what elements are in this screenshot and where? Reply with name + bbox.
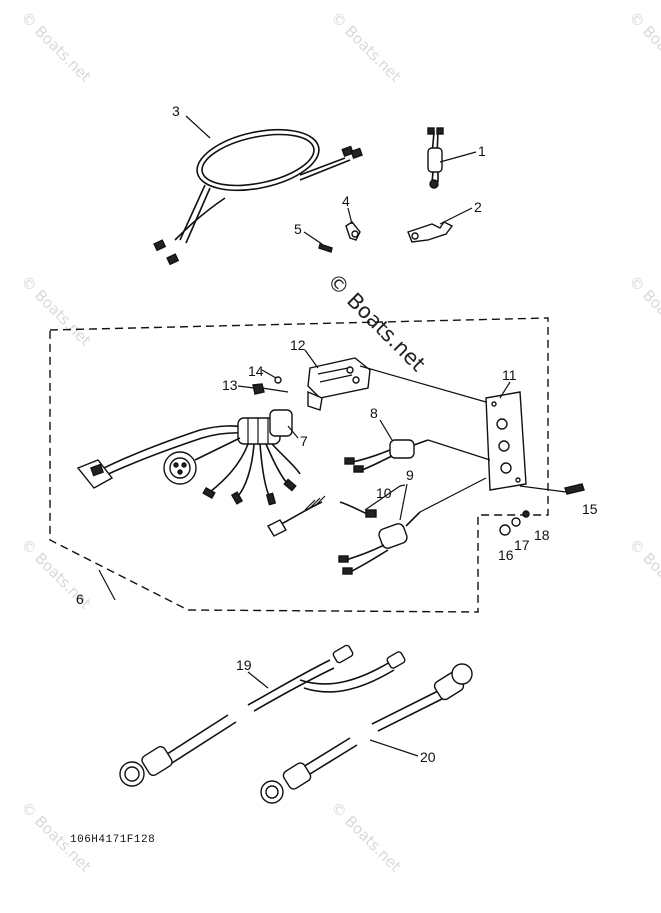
part-11-plate — [485, 391, 527, 491]
callout-3: 3 — [172, 103, 180, 119]
part-17-washer — [511, 517, 521, 527]
callout-18: 18 — [534, 527, 550, 543]
callout-7: 7 — [300, 433, 308, 449]
callout-5: 5 — [294, 221, 302, 237]
callout-2: 2 — [474, 199, 482, 215]
part-1-fuse — [427, 127, 444, 189]
callout-19: 19 — [236, 657, 252, 673]
part-6-assembly-outline — [49, 317, 549, 613]
callout-13: 13 — [222, 377, 238, 393]
callout-14: 14 — [248, 363, 264, 379]
part-8-switch — [344, 439, 429, 473]
callout-1: 1 — [478, 143, 486, 159]
callout-8: 8 — [370, 405, 378, 421]
callout-16: 16 — [498, 547, 514, 563]
watermark-tile: © Boats.net — [625, 535, 661, 613]
part-14-washer — [274, 376, 282, 384]
watermark-tile: © Boats.net — [625, 272, 661, 350]
part-13-bolt — [252, 383, 289, 395]
callout-4: 4 — [342, 193, 350, 209]
part-15-screw — [564, 483, 585, 495]
diagram-code: 106H4171F128 — [70, 834, 155, 846]
part-20-extension-harness — [260, 663, 473, 804]
callout-12: 12 — [290, 337, 306, 353]
part-9-connector — [338, 511, 421, 575]
callout-15: 15 — [582, 501, 598, 517]
part-10-leads — [267, 495, 377, 537]
part-16-nut — [499, 524, 511, 536]
watermark-tile: © Boats.net — [327, 798, 405, 876]
callout-20: 20 — [420, 749, 436, 765]
part-5-screw — [318, 243, 333, 253]
callout-labels: 3 1 2 4 5 12 14 13 11 8 7 9 10 15 18 17 … — [76, 103, 598, 765]
watermark-tile: © Boats.net — [17, 272, 95, 350]
callout-6: 6 — [76, 591, 84, 607]
callout-10: 10 — [376, 485, 392, 501]
watermark-tile: © Boats.net — [625, 8, 661, 86]
callout-17: 17 — [514, 537, 530, 553]
part-19-extension-harness — [119, 644, 406, 787]
part-12-bracket — [307, 357, 371, 411]
callout-9: 9 — [406, 467, 414, 483]
leader-lines — [98, 115, 567, 757]
watermark-tile: © Boats.net — [17, 8, 95, 86]
part-3-lead-wire — [153, 128, 363, 266]
callout-11: 11 — [502, 367, 517, 383]
part-2-bracket — [407, 221, 454, 243]
watermark-tile: © Boats.net — [327, 8, 405, 86]
part-18-washer — [522, 510, 530, 518]
part-7-wiring-harness — [76, 409, 301, 506]
